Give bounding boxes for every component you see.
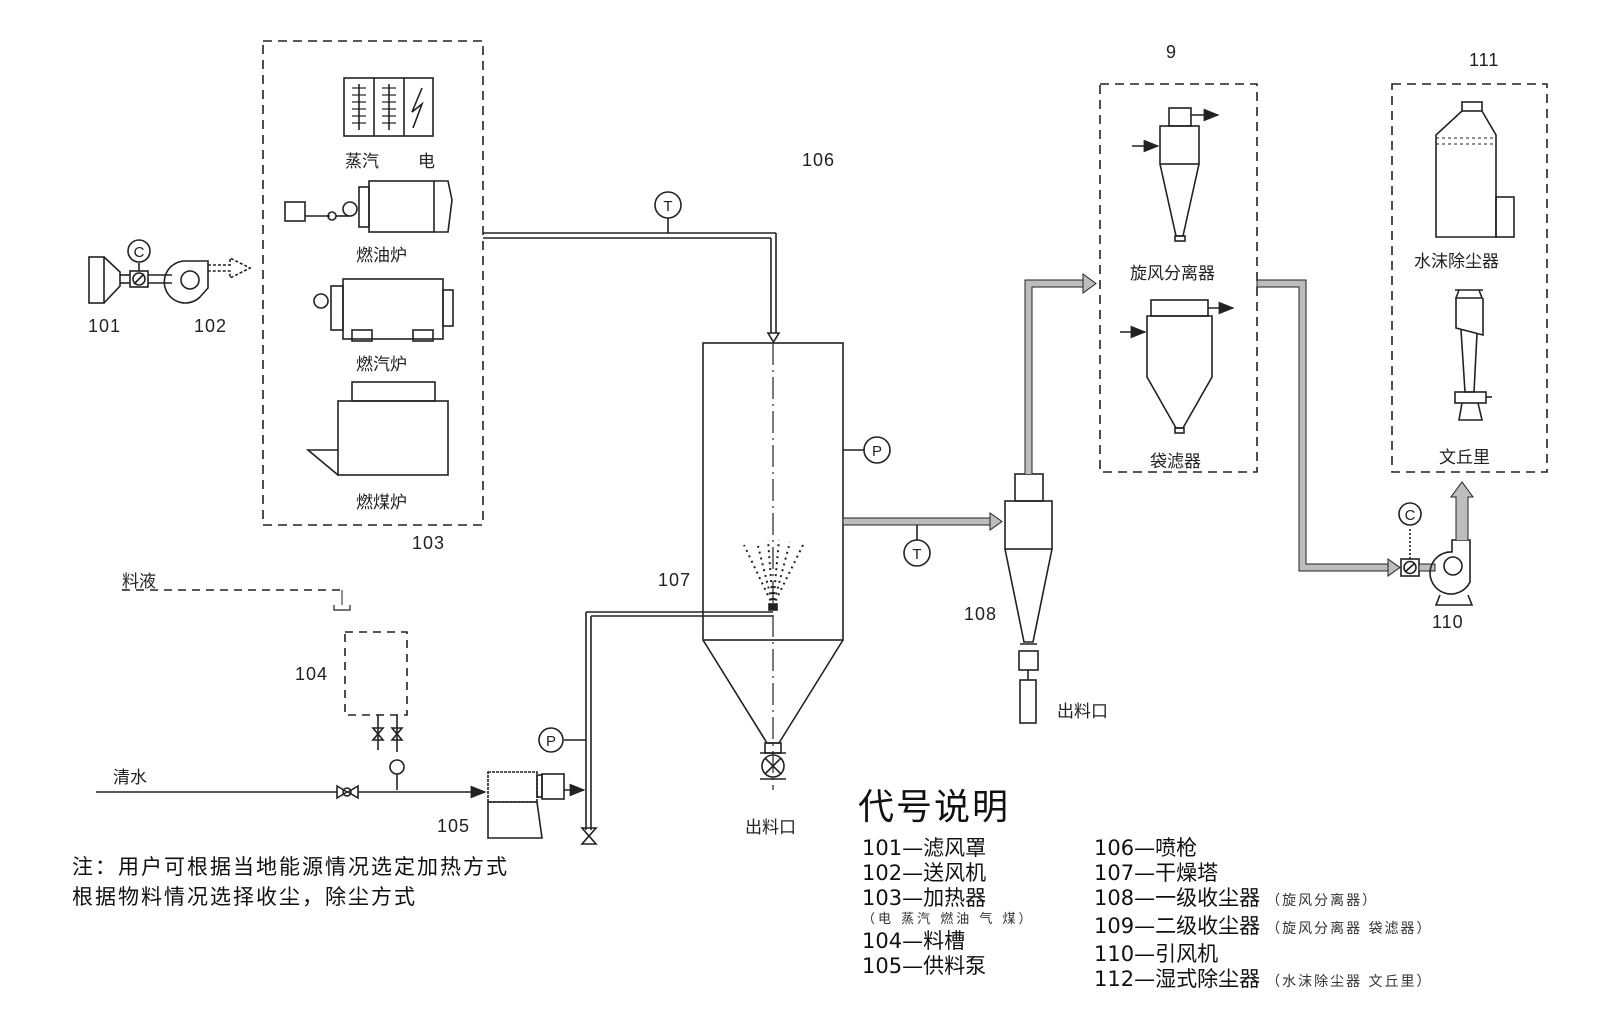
control-instrument-2 — [1398, 502, 1422, 526]
clean-water-line — [96, 784, 487, 800]
filter-hood-icon — [88, 256, 130, 304]
label-electric: 电 — [418, 152, 435, 172]
note-text: 注：用户可根据当地能源情况选定加热方式 根据物料情况选择收尘，除尘方式 — [72, 852, 509, 912]
blower-fan-icon — [148, 256, 252, 304]
label-101: 101 — [88, 316, 122, 336]
legend-item: 104—料槽 — [862, 929, 966, 953]
label-coal-furnace: 燃煤炉 — [356, 493, 407, 513]
legend-item: 101—滤风罩 — [862, 836, 987, 860]
exhaust-duct-3 — [1256, 279, 1401, 577]
label-feed-liquid: 料液 — [122, 572, 156, 592]
control-label-2: C — [1405, 507, 1416, 524]
legend-item: 109—二级收尘器（旋风分离器 袋滤器） — [1094, 914, 1433, 938]
induced-draft-fan-icon — [1418, 481, 1474, 606]
label-outlet-cyclone: 出料口 — [1057, 702, 1108, 722]
feed-pipe — [564, 611, 773, 845]
label-outlet-tower: 出料口 — [745, 818, 796, 838]
note-line-2: 根据物料情况选择收尘，除尘方式 — [72, 885, 417, 909]
pressure-instrument-feed — [538, 727, 564, 753]
drying-tower-icon — [702, 342, 864, 790]
label-oil-furnace: 燃油炉 — [356, 246, 407, 266]
cyclone-icon — [1004, 473, 1053, 724]
legend-item: 107—干燥塔 — [1094, 861, 1219, 885]
damper-valve-icon-2 — [1400, 527, 1420, 577]
exhaust-duct-2 — [1024, 273, 1097, 474]
legend-left-column: 101—滤风罩 102—送风机 103—加热器 （电 蒸汽 燃油 气 煤） 10… — [862, 836, 1035, 979]
label-venturi: 文丘里 — [1439, 448, 1490, 468]
legend-item: 106—喷枪 — [1094, 836, 1198, 860]
oil-furnace-icon — [284, 180, 453, 233]
venturi-icon — [1454, 289, 1492, 421]
label-gas-furnace: 燃汽炉 — [356, 355, 407, 375]
coal-furnace-icon — [305, 381, 449, 476]
rotary-valve-icon — [760, 742, 786, 780]
label-bag-filter: 袋滤器 — [1150, 452, 1201, 472]
label-110: 110 — [1432, 612, 1464, 632]
legend-right-column: 106—喷枪 107—干燥塔 108—一级收尘器（旋风分离器） 109—二级收尘… — [1094, 836, 1433, 995]
label-108: 108 — [964, 604, 998, 624]
control-instrument — [127, 239, 151, 263]
legend-item: 108—一级收尘器（旋风分离器） — [1094, 886, 1379, 910]
legend-item: 112—湿式除尘器（水沫除尘器 文丘里） — [1094, 967, 1433, 991]
label-clean-water: 清水 — [113, 768, 147, 788]
steam-electric-heater-icon — [343, 77, 434, 137]
temperature-instrument-inlet — [654, 191, 682, 219]
label-steam: 蒸汽 — [345, 152, 379, 172]
temperature-label: T — [663, 198, 672, 215]
legend-item: 103—加热器 — [862, 886, 987, 910]
label-106: 106 — [802, 150, 836, 170]
dust-collector-group-box — [1099, 83, 1258, 473]
hot-air-duct — [483, 218, 781, 344]
spray-nozzle-icon — [743, 539, 804, 607]
pressure-instrument-tower — [863, 436, 891, 464]
pressure-label: P — [872, 443, 882, 460]
label-102: 102 — [194, 316, 228, 336]
legend-title: 代号说明 — [858, 787, 1011, 828]
bag-filter-icon — [1120, 299, 1235, 434]
scrubber-icon — [1435, 101, 1515, 238]
temperature-label-2: T — [912, 546, 921, 563]
label-water-foam-scrubber: 水沫除尘器 — [1414, 252, 1499, 272]
legend-item-sub: （电 蒸汽 燃油 气 煤） — [862, 912, 1035, 927]
label-103: 103 — [412, 533, 446, 553]
control-label: C — [134, 244, 145, 261]
legend-item: 110—引风机 — [1094, 942, 1219, 966]
legend-item: 102—送风机 — [862, 861, 987, 885]
exhaust-duct-1 — [842, 512, 1003, 540]
wet-scrubber-group-box — [1391, 83, 1548, 473]
note-line-1: 注：用户可根据当地能源情况选定加热方式 — [72, 855, 509, 879]
gas-furnace-icon — [313, 278, 454, 342]
label-111: 111 — [1469, 50, 1500, 70]
label-107: 107 — [658, 570, 692, 590]
cyclone-separator-icon — [1132, 107, 1220, 242]
heater-group-box — [262, 40, 484, 526]
label-104: 104 — [295, 664, 329, 684]
feed-tank-icon — [344, 631, 408, 790]
label-105: 105 — [437, 816, 471, 836]
legend-item: 105—供料泵 — [862, 954, 987, 978]
damper-valve-icon — [129, 263, 149, 288]
feed-pump-icon — [487, 771, 586, 839]
label-9: 9 — [1166, 42, 1178, 62]
label-cyclone-separator: 旋风分离器 — [1130, 264, 1215, 284]
feed-liquid-line — [122, 589, 351, 611]
pressure-label-2: P — [546, 733, 556, 750]
temperature-instrument-outlet — [903, 539, 931, 567]
